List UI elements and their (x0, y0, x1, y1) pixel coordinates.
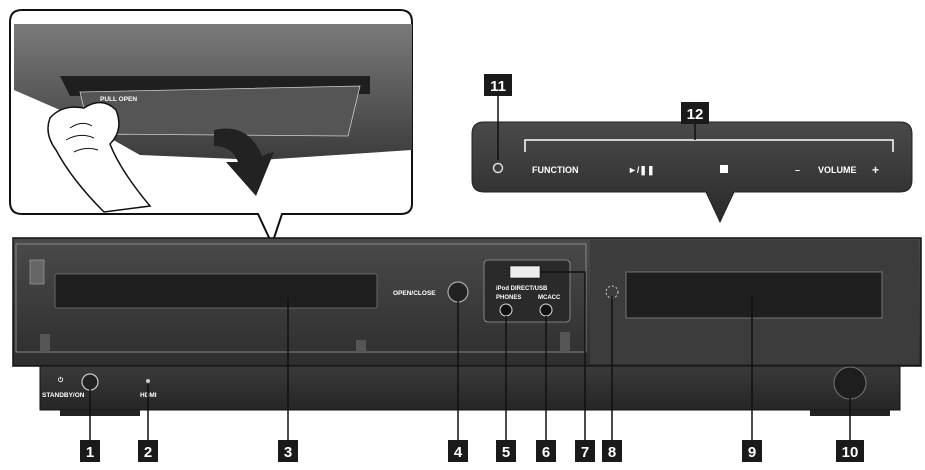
remote-sensor-icon (492, 162, 504, 174)
stop-button[interactable] (720, 165, 728, 173)
phones-jack[interactable] (499, 303, 513, 317)
callout-1: 1 (80, 440, 100, 462)
svg-text:1: 1 (86, 444, 94, 461)
standby-label: STANDBY/ON (42, 392, 85, 399)
svg-text:4: 4 (454, 444, 463, 461)
svg-text:3: 3 (284, 444, 292, 461)
hand-illustration (47, 101, 152, 213)
open-arrow-icon (214, 128, 274, 196)
mcacc-jack[interactable] (539, 303, 553, 317)
callout-4: 4 (448, 440, 468, 462)
callout-11: 11 (484, 74, 512, 96)
inset-hdmi-label: HDMI (135, 155, 152, 162)
callout-10: 10 (836, 440, 864, 462)
volume-label: VOLUME (818, 165, 857, 175)
svg-text:5: 5 (502, 444, 510, 461)
standby-icon: ⏻ (58, 376, 64, 384)
disc-slot[interactable] (54, 273, 378, 309)
open-close-button[interactable] (447, 281, 469, 303)
callout-5: 5 (496, 440, 516, 462)
callout-9: 9 (742, 440, 762, 462)
ipod-usb-label: iPod DIRECT/USB (496, 286, 548, 292)
phones-label: PHONES (496, 295, 521, 301)
svg-text:9: 9 (748, 444, 756, 461)
usb-port[interactable] (509, 265, 541, 279)
callout-6: 6 (536, 440, 556, 462)
callout-8: 8 (602, 440, 622, 462)
svg-text:8: 8 (608, 444, 616, 461)
panel-detail-left (29, 259, 45, 285)
hdmi-indicator (146, 379, 150, 383)
mcacc-label: MCACC (538, 295, 561, 301)
svg-text:2: 2 (144, 444, 152, 461)
callout-numbers: 1 2 3 4 5 6 7 8 (80, 74, 864, 462)
leader-lines (89, 271, 851, 440)
display-window (625, 271, 883, 319)
volume-knob[interactable] (833, 366, 867, 400)
callout-2: 2 (138, 440, 158, 462)
callout-7: 7 (575, 440, 595, 462)
svg-text:10: 10 (842, 444, 859, 461)
callout-12: 12 (681, 102, 709, 124)
inset-pull-open-label: PULL OPEN (100, 96, 137, 103)
svg-text:12: 12 (687, 106, 704, 123)
svg-text:11: 11 (490, 78, 506, 95)
standby-on-button[interactable] (81, 373, 99, 391)
device-front: OPEN/CLOSE iPod DIRECT/USB PHONES MCACC … (12, 237, 922, 416)
volume-plus-button[interactable]: + (872, 163, 879, 177)
function-button[interactable]: FUNCTION (532, 165, 579, 175)
touch-panel-callout: FUNCTION ►/❚❚ – VOLUME + (471, 96, 913, 224)
volume-minus-button[interactable]: – (795, 165, 800, 175)
svg-text:7: 7 (581, 444, 589, 461)
play-pause-button[interactable]: ►/❚❚ (628, 165, 655, 176)
svg-text:6: 6 (542, 444, 550, 461)
inset-flap-cover (79, 85, 361, 137)
open-close-label: OPEN/CLOSE (393, 290, 436, 297)
inset-callout: PULL OPEN HDMI (9, 9, 413, 247)
callout-3: 3 (278, 440, 298, 462)
